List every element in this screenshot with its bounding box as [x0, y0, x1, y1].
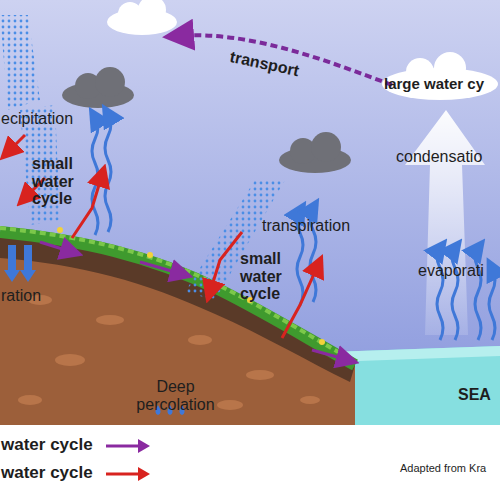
legend-arrow-line	[106, 445, 142, 448]
process-label: evaporati	[418, 262, 498, 280]
source-note: Adapted from Kra	[400, 462, 500, 474]
process-label: Deep percolation	[128, 378, 223, 413]
rain-cloud	[279, 132, 351, 173]
small-cycle-arrows	[8, 135, 318, 338]
transport-arrow	[178, 35, 392, 85]
process-label: transpiration	[262, 217, 372, 235]
legend-arrow-head	[138, 439, 150, 453]
process-label: ration	[1, 287, 71, 305]
process-label: ecipitation	[1, 110, 101, 128]
legend-arrow	[104, 464, 154, 484]
cloud	[107, 0, 177, 35]
place-label: SEA	[458, 386, 498, 404]
cycle-label: small water cycle	[240, 250, 300, 303]
process-label: condensatio	[396, 148, 496, 166]
legend-area	[0, 425, 500, 500]
grass-blades	[0, 228, 352, 360]
legend-text: water cycle	[1, 436, 93, 455]
cycle-label: large water cy	[384, 76, 496, 93]
rain-cloud	[62, 67, 134, 108]
cloud	[382, 52, 498, 100]
vapour-arrows	[92, 114, 495, 340]
sea	[330, 346, 500, 425]
legend-arrow-line	[106, 473, 142, 476]
legend-arrow-head	[138, 467, 150, 481]
precipitation	[0, 15, 40, 110]
sky	[0, 0, 500, 425]
cycle-label: small water cycle	[32, 155, 92, 208]
legend-text: water cycle	[1, 464, 93, 483]
condensation-arrow	[405, 110, 485, 335]
runoff-arrows	[40, 242, 348, 360]
infiltration-arrows	[4, 245, 36, 282]
legend-arrow	[104, 436, 154, 456]
